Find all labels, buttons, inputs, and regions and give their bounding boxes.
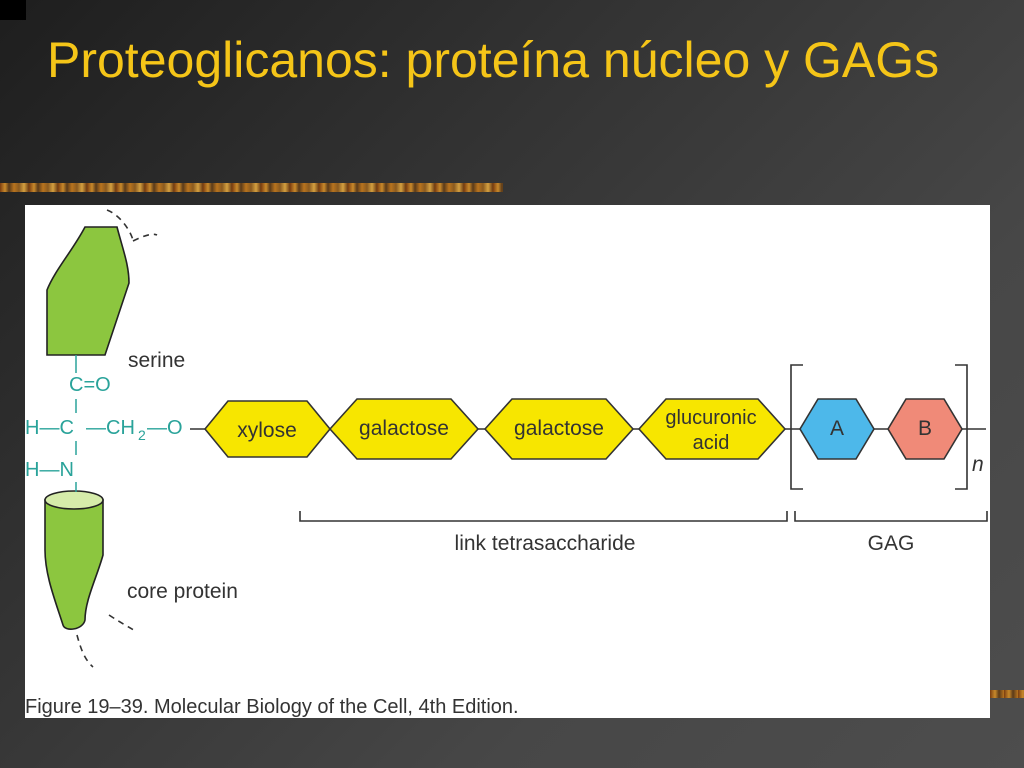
glucuronic-acid-label-line1: glucuronic bbox=[665, 407, 756, 429]
top-dashed-line bbox=[106, 209, 134, 241]
slide-title: Proteoglicanos: proteína núcleo y GAGs bbox=[47, 32, 940, 88]
decorative-bar-right bbox=[990, 690, 1024, 698]
carbonyl-text: C=O bbox=[69, 374, 111, 396]
gag-brace bbox=[794, 511, 988, 522]
serine-structure: C=O H—C —CH 2 —O H—N bbox=[25, 355, 183, 492]
disaccharide-unit-a-hexagon bbox=[799, 398, 875, 460]
repeat-subscript-n: n bbox=[972, 453, 984, 476]
gag-bracket-right bbox=[955, 364, 968, 490]
amide-text: H—N bbox=[25, 459, 74, 481]
alpha-carbon-ch: —CH bbox=[86, 417, 135, 439]
bottom-dashed-line-2 bbox=[108, 614, 138, 633]
core-protein-bottom-cap bbox=[44, 490, 104, 510]
glucuronic-acid-label-line2: acid bbox=[693, 432, 730, 454]
core-protein-top-segment bbox=[46, 226, 130, 356]
decorative-bar bbox=[0, 183, 503, 192]
serine-label: serine bbox=[128, 349, 185, 372]
unit-a-label: A bbox=[830, 417, 844, 440]
unit-b-label: B bbox=[918, 417, 932, 440]
disaccharide-unit-b-hexagon bbox=[887, 398, 963, 460]
galactose-1-label: galactose bbox=[359, 417, 449, 440]
link-tetrasaccharide-label: link tetrasaccharide bbox=[455, 532, 636, 555]
alpha-carbon-h: H—C bbox=[25, 417, 74, 439]
bottom-dashed-line bbox=[76, 634, 94, 668]
galactose-1-hexagon bbox=[328, 398, 480, 460]
proteoglycan-diagram: C=O H—C —CH 2 —O H—N serine core protein… bbox=[25, 209, 988, 718]
galactose-2-hexagon bbox=[483, 398, 635, 460]
figure-panel: C=O H—C —CH 2 —O H—N serine core protein… bbox=[25, 205, 990, 718]
galactose-2-label: galactose bbox=[514, 417, 604, 440]
gag-bracket-left bbox=[790, 364, 803, 490]
core-protein-label: core protein bbox=[127, 580, 238, 603]
glucuronic-acid-hexagon bbox=[637, 398, 787, 460]
core-protein-bottom-segment bbox=[44, 499, 104, 630]
xylose-label: xylose bbox=[237, 419, 297, 442]
top-dashed-line-2 bbox=[132, 233, 158, 242]
link-tetrasaccharide-brace bbox=[299, 511, 788, 522]
alpha-carbon-sub: 2 bbox=[138, 427, 146, 443]
gag-label: GAG bbox=[868, 532, 915, 555]
figure-caption: Figure 19–39. Molecular Biology of the C… bbox=[25, 696, 519, 718]
alpha-carbon-o: —O bbox=[147, 417, 183, 439]
corner-mark bbox=[0, 0, 26, 20]
